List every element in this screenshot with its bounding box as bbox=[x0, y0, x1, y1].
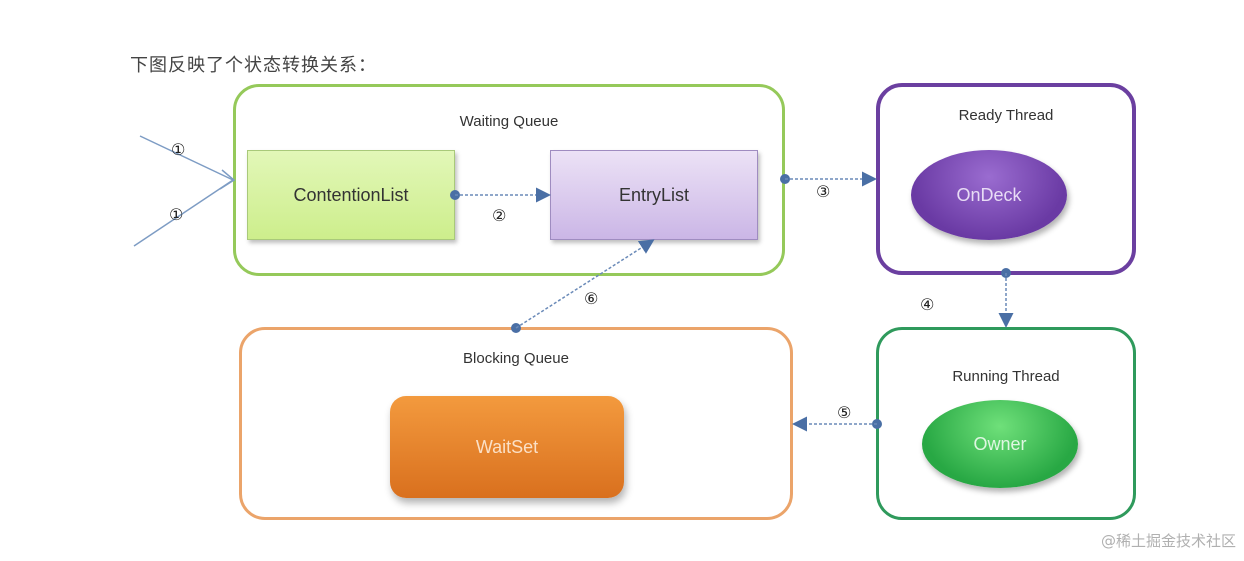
waiting-queue-label: Waiting Queue bbox=[459, 113, 559, 130]
ready-thread-label: Ready Thread bbox=[958, 107, 1054, 124]
step-4-label: ④ bbox=[920, 295, 935, 314]
step-6-label: ⑥ bbox=[584, 289, 599, 308]
owner-node: Owner bbox=[922, 400, 1078, 488]
entry-list-label: EntryList bbox=[618, 184, 690, 205]
on-deck-label: OnDeck bbox=[956, 184, 1022, 205]
step-1a-label: ① bbox=[171, 140, 186, 159]
wait-set-node: WaitSet bbox=[390, 396, 624, 498]
wait-set-label: WaitSet bbox=[475, 436, 539, 457]
edge-1b-line bbox=[133, 179, 234, 247]
step-1b-label: ① bbox=[169, 205, 184, 224]
diagram-caption: 下图反映了个状态转换关系： bbox=[130, 55, 377, 76]
edge-6-line bbox=[515, 239, 655, 329]
step-2-label: ② bbox=[492, 206, 507, 225]
contention-list-label: ContentionList bbox=[293, 184, 409, 205]
on-deck-node: OnDeck bbox=[911, 150, 1067, 240]
step-5-label: ⑤ bbox=[837, 403, 852, 422]
running-thread-label: Running Thread bbox=[952, 368, 1060, 385]
edge-1-arrowhead bbox=[219, 169, 236, 190]
watermark: @稀土掘金技术社区 bbox=[1100, 532, 1236, 550]
owner-label: Owner bbox=[973, 433, 1027, 454]
edge-1a-line bbox=[139, 135, 234, 181]
step-3-label: ③ bbox=[816, 182, 831, 201]
blocking-queue-label: Blocking Queue bbox=[463, 350, 569, 367]
